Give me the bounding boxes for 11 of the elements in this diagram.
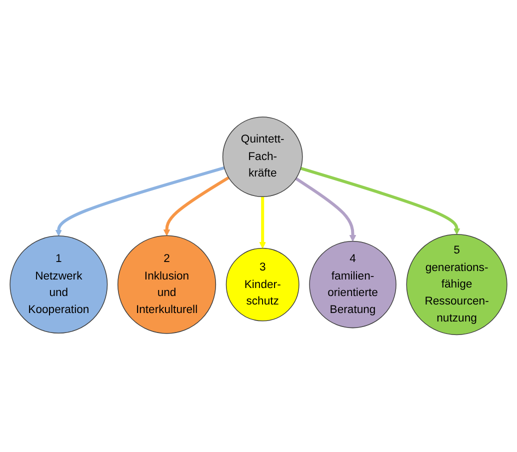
arrow [163, 176, 230, 236]
node-circle: 4 familien- orientierte Beratung [309, 241, 396, 328]
node-circle: 5 generations- fähige Ressourcen- nutzung [406, 234, 508, 336]
arrow [259, 196, 266, 249]
node-circle: 1 Netzwerk und Kooperation [10, 236, 108, 334]
node-circle: Quintett- Fach- kräfte [222, 116, 303, 198]
node-circle: 2 Inklusion und Interkulturell [117, 235, 216, 334]
arrow [55, 166, 225, 236]
node-circle: 3 Kinder- schutz [226, 248, 300, 322]
arrow [295, 177, 356, 242]
arrow [300, 167, 460, 235]
